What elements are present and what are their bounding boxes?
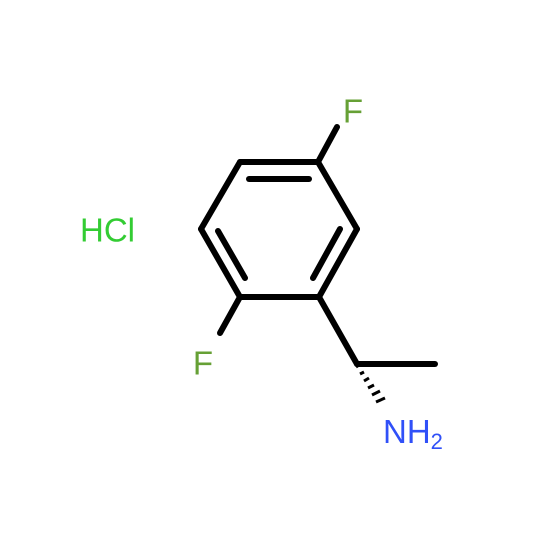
bond-inner-c6-c1 (310, 226, 343, 281)
fluorine-left-label: F (193, 345, 213, 382)
skeleton-bonds (198, 124, 438, 367)
hashed-wedge-bond (355, 363, 386, 404)
bond-c2-f-left (217, 294, 243, 336)
bond-c1-chiral-center (316, 294, 360, 367)
amine-main-text: NH (383, 413, 431, 450)
bond-c3-c4 (198, 159, 243, 232)
hydrochloride-salt-label: HCl (80, 212, 135, 249)
bond-c2-c3 (198, 226, 243, 300)
bond-c5-c6 (315, 159, 360, 232)
amine-subscript: 2 (431, 429, 443, 454)
bond-c6-c1 (316, 226, 360, 300)
amine-label: NH2 (383, 413, 443, 454)
bond-inner-c2-c3 (215, 228, 248, 281)
fluorine-top-label: F (343, 93, 363, 130)
bond-c5-f-top (315, 124, 340, 165)
